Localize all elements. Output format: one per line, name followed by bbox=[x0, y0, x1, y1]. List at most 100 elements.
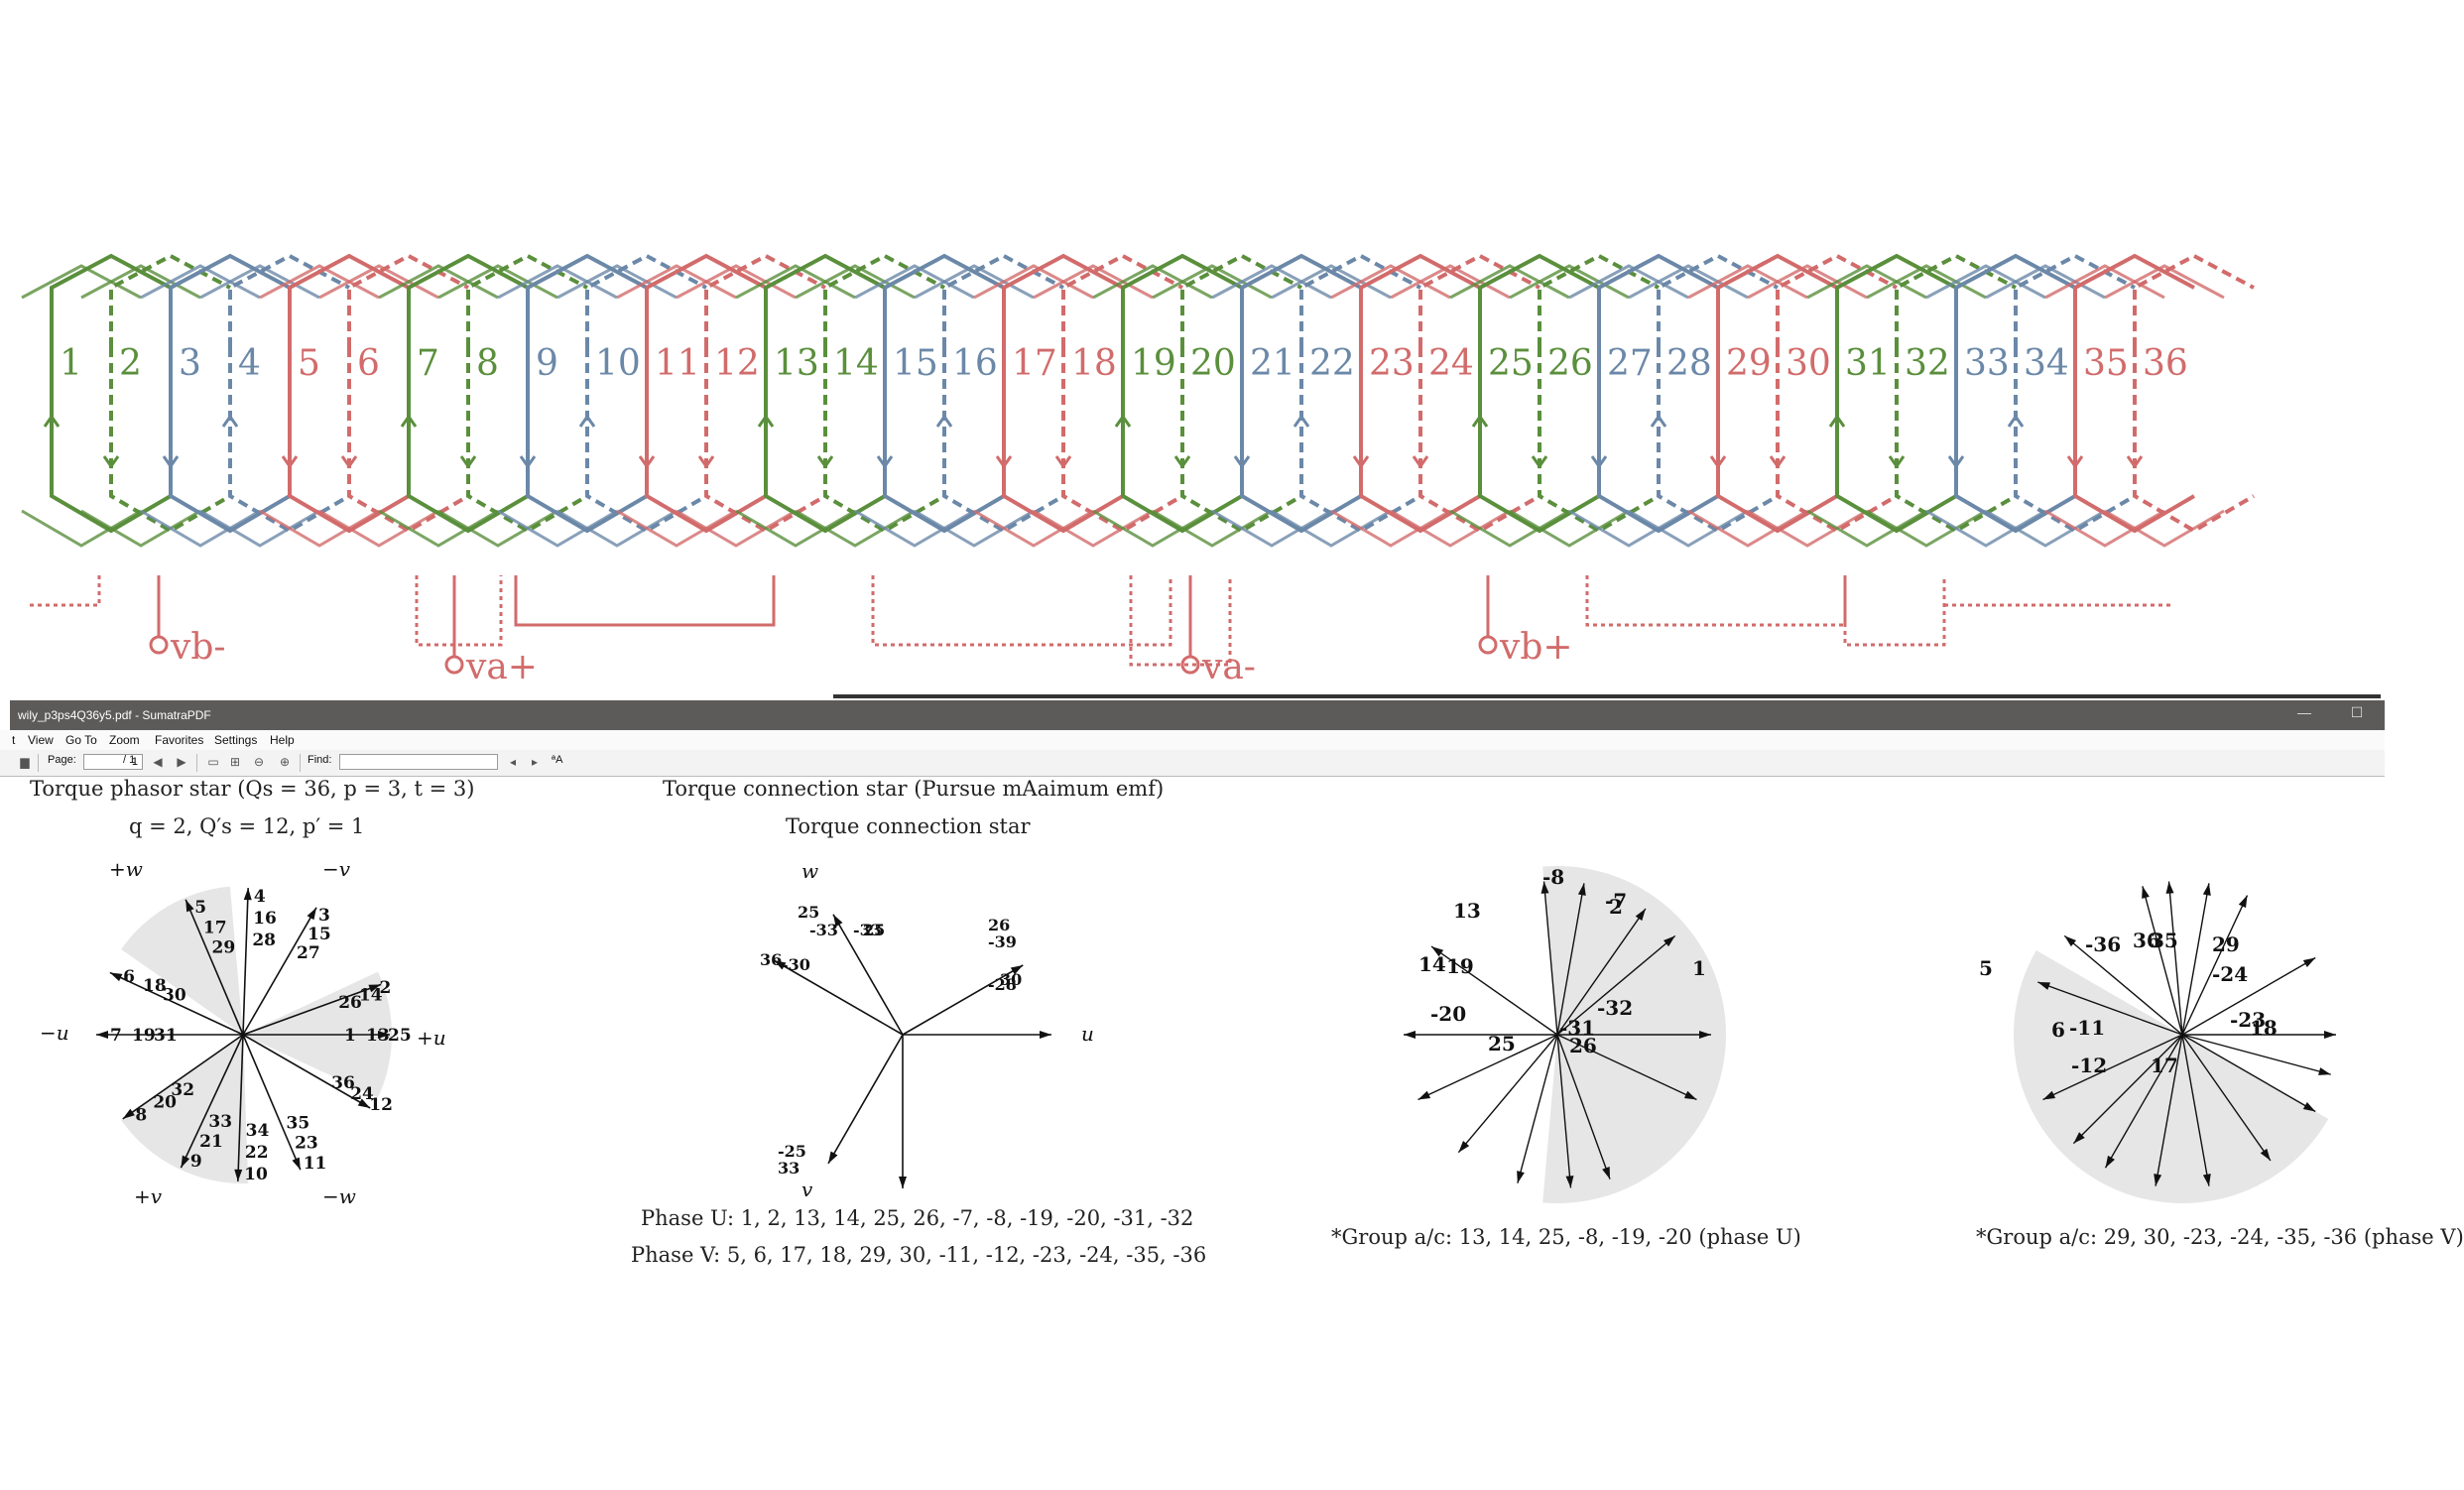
end-connection-bottom bbox=[1180, 347, 1303, 534]
current-arrow bbox=[1709, 455, 1727, 469]
connection-label: 25 bbox=[798, 903, 819, 922]
end-connection-bottom bbox=[318, 509, 439, 548]
page-input[interactable] bbox=[83, 754, 143, 770]
end-connection-bottom bbox=[795, 509, 916, 548]
fit-width-icon[interactable]: ⊞ bbox=[229, 755, 241, 769]
menu-settings[interactable]: Settings bbox=[214, 733, 258, 747]
connector-dotted bbox=[1129, 575, 1232, 667]
current-arrow bbox=[2066, 455, 2084, 469]
group-label: -24 bbox=[2212, 962, 2248, 986]
end-connection-bottom bbox=[735, 509, 856, 548]
zoom-out-icon[interactable]: ⊖ bbox=[253, 755, 265, 769]
group-label: 2 bbox=[1609, 895, 1623, 919]
group-arrowhead bbox=[1602, 1167, 1611, 1180]
connection-label: -25 bbox=[778, 1142, 806, 1161]
match-case-toggle[interactable]: ªA bbox=[552, 754, 563, 766]
back-arrow-icon[interactable]: ◀ bbox=[153, 755, 163, 769]
group-label: 19 bbox=[1446, 954, 1474, 978]
slot-label: 28 bbox=[1666, 343, 1712, 384]
end-connection-bottom bbox=[109, 347, 232, 534]
group-label: 1 bbox=[1692, 956, 1706, 980]
zoom-in-icon[interactable]: ⊕ bbox=[279, 755, 291, 769]
menu-goto[interactable]: Go To bbox=[65, 733, 97, 747]
group-label: -7 bbox=[1605, 889, 1627, 913]
current-arrow bbox=[876, 455, 894, 469]
connection-arrowhead bbox=[833, 914, 843, 928]
group-arrowhead bbox=[1517, 1171, 1525, 1183]
connection-label: 33 bbox=[778, 1159, 800, 1178]
find-input[interactable] bbox=[339, 754, 498, 770]
end-connection-bottom bbox=[1033, 509, 1154, 548]
star1-subtitle: q = 2, Q′s = 12, p′ = 1 bbox=[129, 814, 365, 838]
window-separator bbox=[833, 694, 2381, 698]
menu-view[interactable]: View bbox=[28, 733, 54, 747]
end-connection-top bbox=[437, 264, 558, 300]
forward-arrow-icon[interactable]: ▶ bbox=[177, 755, 186, 769]
slot-label: 4 bbox=[238, 343, 261, 384]
terminal-layer: vb-va+va-vb+ bbox=[30, 575, 2172, 687]
end-connection-bottom bbox=[2133, 347, 2256, 534]
toolbar-separator bbox=[300, 754, 301, 772]
group-ray bbox=[2104, 1034, 2183, 1169]
find-prev-icon[interactable]: ◂ bbox=[509, 755, 517, 769]
slot-label: 14 bbox=[833, 343, 879, 384]
page-total: / 1 bbox=[123, 754, 136, 766]
group-arrowhead bbox=[2165, 881, 2174, 894]
end-connection-bottom bbox=[1806, 509, 1927, 548]
axis-label: +w bbox=[109, 857, 143, 881]
group-arrowhead bbox=[2302, 1102, 2316, 1112]
phasor-arrowhead bbox=[96, 1031, 108, 1039]
end-connection-top bbox=[1359, 253, 1481, 347]
phase-v-list: Phase V: 5, 6, 17, 18, 29, 30, -11, -12,… bbox=[631, 1243, 1207, 1267]
end-connection-bottom bbox=[1747, 509, 1868, 548]
menu-favorites[interactable]: Favorites bbox=[155, 733, 204, 747]
end-connection-top bbox=[2044, 264, 2165, 300]
end-connection-bottom bbox=[704, 347, 827, 534]
maximize-button[interactable]: ☐ bbox=[2350, 704, 2364, 720]
axis-label: −v bbox=[322, 857, 351, 881]
find-next-icon[interactable]: ▸ bbox=[531, 755, 539, 769]
phasor-arrowhead bbox=[378, 1031, 390, 1039]
document-view[interactable]: Torque phasor star (Qs = 36, p = 3, t = … bbox=[0, 777, 2464, 1490]
end-connection-top bbox=[497, 264, 618, 300]
current-arrow bbox=[2126, 455, 2144, 469]
end-connection-bottom bbox=[1985, 509, 2106, 548]
group-arrowhead bbox=[2064, 935, 2077, 947]
end-connection-bottom bbox=[1299, 347, 1422, 534]
group-label: -12 bbox=[2071, 1054, 2107, 1077]
phasor-label: 5 bbox=[194, 898, 206, 918]
phasor-label: 35 bbox=[287, 1113, 310, 1133]
group-ray bbox=[2042, 1034, 2183, 1101]
connection-ray bbox=[827, 1034, 904, 1165]
end-connection-top bbox=[1449, 264, 1570, 300]
phasor-label: 8 bbox=[135, 1105, 147, 1125]
end-connection-top bbox=[1806, 264, 1927, 300]
group-arrowhead bbox=[2238, 895, 2248, 909]
minimize-button[interactable]: — bbox=[2297, 704, 2311, 720]
end-connection-bottom bbox=[1687, 509, 1808, 548]
axis-label: −u bbox=[40, 1021, 69, 1045]
window-titlebar[interactable]: wily_p3ps4Q36y5.pdf - SumatraPDF — ☐ bbox=[10, 700, 2385, 730]
print-icon[interactable]: ▆ bbox=[20, 755, 30, 769]
axis-label: +u bbox=[417, 1026, 446, 1050]
end-connection-top bbox=[1866, 264, 1987, 300]
menu-file[interactable]: t bbox=[12, 733, 16, 747]
phasor-label: 27 bbox=[297, 943, 320, 963]
phasor-label: 6 bbox=[123, 967, 135, 987]
slot-label: 11 bbox=[655, 343, 700, 384]
connection-label: -33 bbox=[853, 921, 882, 939]
phasor-ray bbox=[237, 1034, 244, 1181]
group-label: -32 bbox=[1597, 996, 1633, 1020]
connection-arrowhead bbox=[828, 1151, 838, 1164]
end-connection-top bbox=[199, 264, 320, 300]
group-ray bbox=[2181, 1034, 2272, 1162]
end-connection-top bbox=[1687, 264, 1808, 300]
group-arrowhead bbox=[1404, 1031, 1416, 1039]
menu-help[interactable]: Help bbox=[270, 733, 295, 747]
phasor-arrowhead bbox=[243, 888, 252, 901]
current-arrow bbox=[757, 414, 775, 428]
fit-page-icon[interactable]: ▭ bbox=[207, 755, 219, 769]
menu-zoom[interactable]: Zoom bbox=[109, 733, 140, 747]
end-connection-top bbox=[914, 264, 1035, 300]
